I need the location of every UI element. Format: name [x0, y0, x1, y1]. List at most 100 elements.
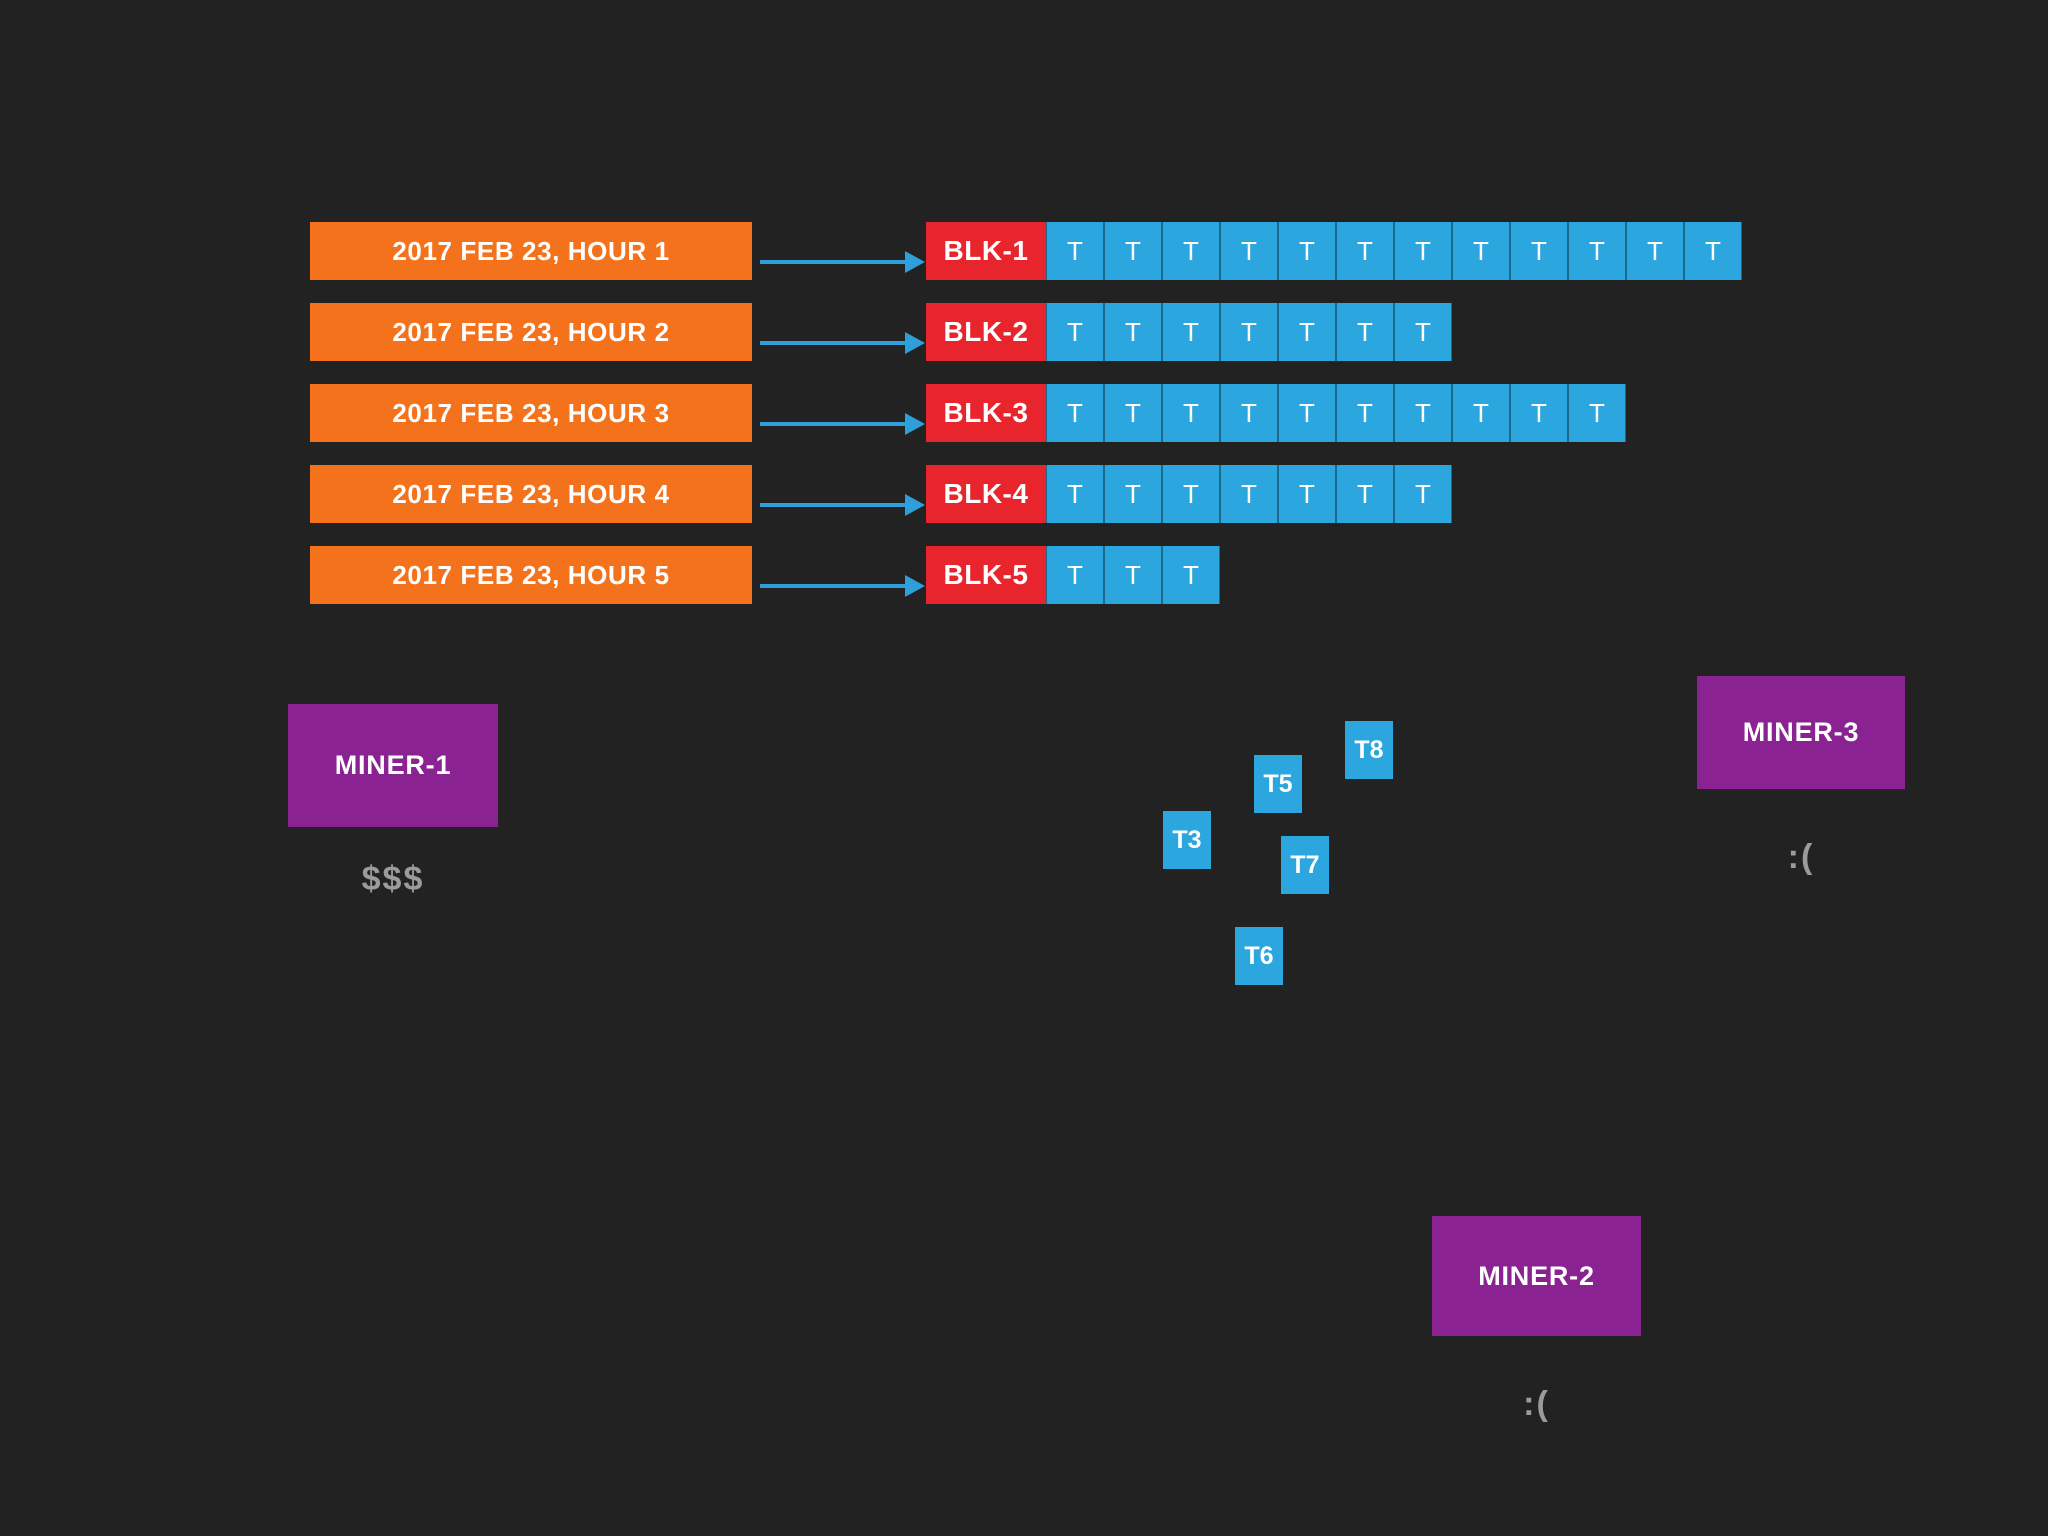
block-label-blk-4[interactable]: BLK-4 — [926, 465, 1046, 523]
transaction-cell[interactable]: T — [1162, 303, 1220, 361]
pending-transaction-label: T7 — [1290, 850, 1320, 879]
transaction-cell[interactable]: T — [1336, 465, 1394, 523]
pending-transaction-t3[interactable]: T3 — [1163, 811, 1211, 869]
pending-transaction-label: T8 — [1354, 735, 1384, 764]
hour-box-label: 2017 FEB 23, HOUR 1 — [392, 235, 670, 266]
transaction-cell[interactable]: T — [1046, 303, 1104, 361]
arrow-hour2-to-blk2 — [760, 332, 925, 354]
arrow-line — [760, 260, 907, 264]
arrow-head-icon — [905, 332, 925, 354]
miner-1-status: $$$ — [361, 860, 425, 898]
arrow-line — [760, 503, 907, 507]
transaction-cell[interactable]: T — [1336, 303, 1394, 361]
transaction-cell[interactable]: T — [1394, 222, 1452, 280]
transaction-cell[interactable]: T — [1104, 222, 1162, 280]
arrow-hour4-to-blk4 — [760, 494, 925, 516]
transaction-cell[interactable]: T — [1162, 222, 1220, 280]
block-label-blk-1[interactable]: BLK-1 — [926, 222, 1046, 280]
transaction-cell[interactable]: T — [1220, 384, 1278, 442]
arrow-head-icon — [905, 494, 925, 516]
block-label-text: BLK-2 — [943, 316, 1029, 347]
arrow-line — [760, 341, 907, 345]
arrow-hour5-to-blk5 — [760, 575, 925, 597]
arrow-hour1-to-blk1 — [760, 251, 925, 273]
transaction-cell[interactable]: T — [1394, 465, 1452, 523]
transaction-cell[interactable]: T — [1510, 384, 1568, 442]
transaction-cell[interactable]: T — [1162, 546, 1220, 604]
arrow-head-icon — [905, 575, 925, 597]
pending-transaction-t7[interactable]: T7 — [1281, 836, 1329, 894]
hour-box-2[interactable]: 2017 FEB 23, HOUR 2 — [310, 303, 752, 361]
hour-box-4[interactable]: 2017 FEB 23, HOUR 4 — [310, 465, 752, 523]
pending-transaction-label: T6 — [1244, 941, 1274, 970]
miner-label: MINER-1 — [334, 750, 452, 780]
transaction-cell[interactable]: T — [1162, 465, 1220, 523]
arrow-line — [760, 584, 907, 588]
transaction-cell[interactable]: T — [1220, 303, 1278, 361]
transaction-cell[interactable]: T — [1046, 222, 1104, 280]
hour-box-1[interactable]: 2017 FEB 23, HOUR 1 — [310, 222, 752, 280]
hour-box-label: 2017 FEB 23, HOUR 3 — [392, 397, 670, 428]
miner-3-status: :( — [1787, 838, 1815, 876]
transaction-cell[interactable]: T — [1626, 222, 1684, 280]
block-label-blk-2[interactable]: BLK-2 — [926, 303, 1046, 361]
transaction-cell[interactable]: T — [1220, 465, 1278, 523]
transaction-cell[interactable]: T — [1684, 222, 1742, 280]
transaction-cell[interactable]: T — [1278, 465, 1336, 523]
pending-transaction-t8[interactable]: T8 — [1345, 721, 1393, 779]
block-label-text: BLK-5 — [943, 559, 1029, 590]
transaction-cell[interactable]: T — [1104, 465, 1162, 523]
transaction-cell[interactable]: T — [1046, 384, 1104, 442]
transaction-cell[interactable]: T — [1452, 384, 1510, 442]
miner-label: MINER-3 — [1742, 717, 1860, 747]
miner-box-miner-3[interactable]: MINER-3 — [1697, 676, 1905, 789]
hour-box-3[interactable]: 2017 FEB 23, HOUR 3 — [310, 384, 752, 442]
transaction-cell[interactable]: T — [1568, 384, 1626, 442]
transaction-cell[interactable]: T — [1452, 222, 1510, 280]
transaction-cell[interactable]: T — [1278, 222, 1336, 280]
block-label-text: BLK-4 — [943, 478, 1029, 509]
transaction-cell[interactable]: T — [1162, 384, 1220, 442]
transaction-cell[interactable]: T — [1278, 384, 1336, 442]
block-label-text: BLK-3 — [943, 397, 1029, 428]
transaction-cell[interactable]: T — [1104, 546, 1162, 604]
arrow-hour3-to-blk3 — [760, 413, 925, 435]
pending-transaction-t6[interactable]: T6 — [1235, 927, 1283, 985]
transaction-cell[interactable]: T — [1104, 303, 1162, 361]
pending-transaction-t5[interactable]: T5 — [1254, 755, 1302, 813]
block-label-blk-3[interactable]: BLK-3 — [926, 384, 1046, 442]
transaction-cell[interactable]: T — [1278, 303, 1336, 361]
transaction-cell[interactable]: T — [1046, 546, 1104, 604]
transaction-cell[interactable]: T — [1220, 222, 1278, 280]
hour-box-5[interactable]: 2017 FEB 23, HOUR 5 — [310, 546, 752, 604]
transaction-cell[interactable]: T — [1336, 384, 1394, 442]
hour-box-label: 2017 FEB 23, HOUR 4 — [392, 478, 670, 509]
hour-box-label: 2017 FEB 23, HOUR 2 — [392, 316, 670, 347]
miner-box-miner-2[interactable]: MINER-2 — [1432, 1216, 1641, 1336]
miner-2-status: :( — [1523, 1385, 1550, 1423]
transaction-cell[interactable]: T — [1394, 303, 1452, 361]
transaction-cell[interactable]: T — [1336, 222, 1394, 280]
block-label-text: BLK-1 — [943, 235, 1029, 266]
transaction-cell[interactable]: T — [1394, 384, 1452, 442]
transaction-cell[interactable]: T — [1104, 384, 1162, 442]
transaction-cell[interactable]: T — [1046, 465, 1104, 523]
arrow-head-icon — [905, 251, 925, 273]
transaction-cell[interactable]: T — [1510, 222, 1568, 280]
miner-box-miner-1[interactable]: MINER-1 — [288, 704, 498, 827]
transaction-cell[interactable]: T — [1568, 222, 1626, 280]
block-label-blk-5[interactable]: BLK-5 — [926, 546, 1046, 604]
arrow-line — [760, 422, 907, 426]
arrow-head-icon — [905, 413, 925, 435]
